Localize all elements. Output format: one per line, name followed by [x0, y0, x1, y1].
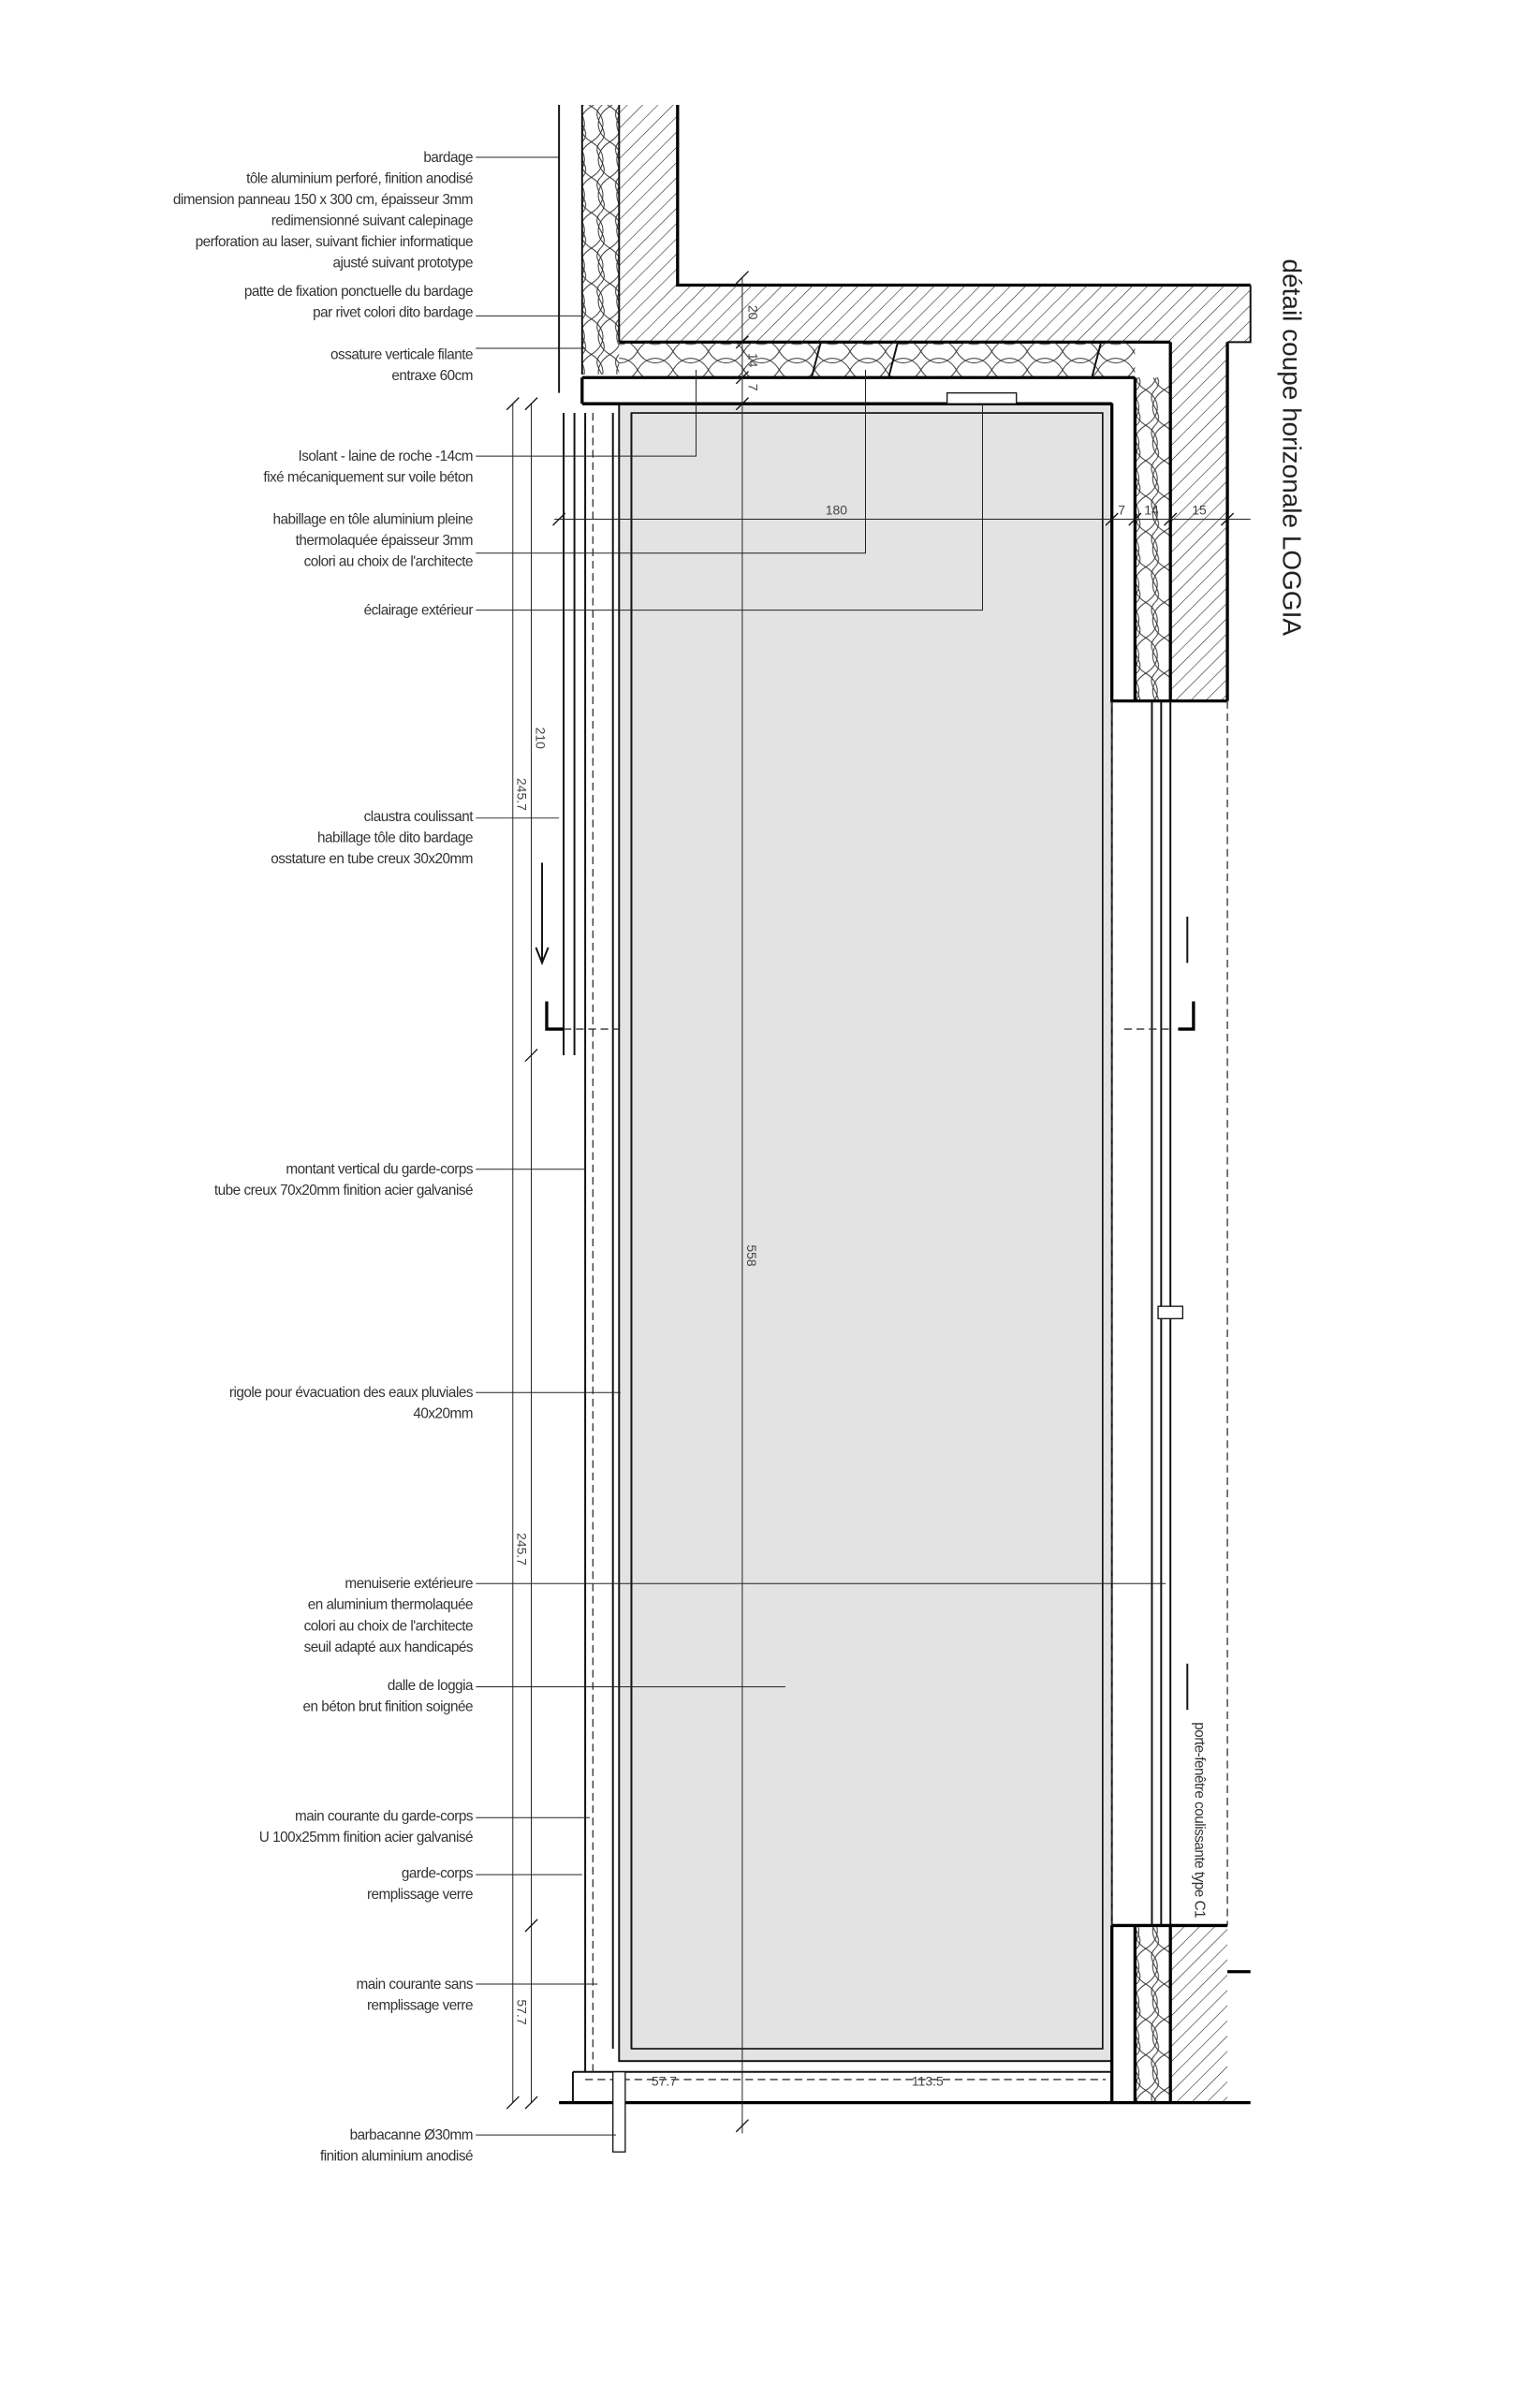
dim-gap-right: 7 [1118, 503, 1125, 518]
annotation-line: entraxe 60cm [391, 368, 473, 384]
dim-insulation-top: 14 [745, 353, 760, 368]
annotation-line: Isolant - laine de roche -14cm [298, 449, 473, 464]
dimension-tick [735, 397, 749, 411]
annotation-line: fixé mécaniquement sur voile béton [263, 470, 473, 486]
annotation-line: tôle aluminium perforé, finition anodisé [246, 170, 473, 186]
annotation: éclairage extérieur [364, 404, 984, 619]
annotation-line: éclairage extérieur [364, 603, 474, 619]
dim-left-lower: 57.7 [515, 1999, 530, 2024]
insulation-lower-right [1135, 1925, 1171, 2103]
annotation-line: U 100x25mm finition acier galvanisé [259, 1830, 473, 1846]
annotation-line: rigole pour évacuation des eaux pluviale… [229, 1385, 474, 1401]
annotation: main courante du garde-corps U 100x25mm f… [259, 1809, 591, 1846]
annotation-line: colori au choix de l'architecte [304, 554, 473, 570]
dimension-tick [735, 371, 749, 385]
leader-line [476, 404, 984, 611]
annotation-line: habillage tôle dito bardage [317, 831, 473, 846]
concrete-wall-upper-left [619, 105, 678, 286]
window-label: porte-fenêtre coulissante type C1 [1192, 1722, 1208, 1918]
annotation-line: thermolaquée épaisseur 3mm [296, 533, 473, 549]
annotation-line: habillage en tôle aluminium pleine [273, 511, 473, 527]
annotation: ossature verticale filante entraxe 60cm [330, 346, 586, 384]
dim-gap-top: 7 [745, 384, 760, 391]
annotations: bardage tôle aluminium perforé, finition … [173, 150, 1166, 2165]
dim-claustra-height: 210 [533, 728, 548, 750]
dim-insulation-right: 14 [1144, 503, 1159, 518]
annotation-line: ossature verticale filante [330, 346, 473, 362]
dimension-tick [1105, 512, 1119, 526]
leader-line [476, 369, 697, 457]
annotation-line: colori au choix de l'architecte [304, 1618, 473, 1634]
concrete-wall-right [1170, 342, 1228, 701]
dim-width-total: 180 [826, 503, 848, 518]
annotation-line: bardage [423, 150, 473, 166]
annotation-line: garde-corps [402, 1865, 474, 1881]
annotation: claustra coulissant habillage tôle dito b… [271, 809, 560, 867]
dimension-tick [524, 2096, 538, 2110]
annotation-line: claustra coulissant [364, 809, 475, 825]
annotation-line: barbacanne Ø30mm [350, 2127, 473, 2143]
dimension-tick [1164, 512, 1178, 526]
concrete-wall-lower-right [1170, 1925, 1228, 2103]
dimension-tick [506, 397, 520, 411]
annotation-line: finition aluminium anodisé [320, 2149, 473, 2165]
dimension-tick [735, 335, 749, 349]
dim-left-middle: 245.7 [515, 1533, 530, 1566]
dim-wall-top: 20 [745, 305, 760, 320]
dim-left-upper: 245.7 [515, 778, 530, 811]
dim-bottom-right: 113.5 [912, 2074, 944, 2089]
dimension-tick [552, 512, 566, 526]
dim-total-length: 558 [744, 1244, 759, 1267]
annotation: dalle de loggia en béton brut finition so… [303, 1678, 785, 1714]
dimension-tick [524, 1919, 538, 1933]
dimension-tick [735, 271, 749, 285]
dimension-tick [524, 397, 538, 411]
annotation: rigole pour évacuation des eaux pluviale… [229, 1385, 621, 1422]
annotation: main courante sans remplissage verre [357, 1977, 598, 2013]
annotation-line: remplissage verre [367, 1887, 473, 1903]
dimension-tick [524, 1048, 538, 1063]
annotation-line: par rivet colori dito bardage [313, 305, 473, 321]
insulation-top [619, 342, 1136, 378]
loggia-slab [618, 403, 1113, 2063]
annotation-line: main courante sans [357, 1977, 474, 1993]
annotation-line: tube creux 70x20mm finition acier galvan… [214, 1183, 473, 1198]
annotation: bardage tôle aluminium perforé, finition … [173, 150, 560, 272]
dim-bottom-left: 57.7 [652, 2074, 677, 2089]
annotation: garde-corps remplissage verre [367, 1865, 582, 1903]
insulation-upper-left [581, 105, 620, 375]
annotation: montant vertical du garde-corps tube creu… [214, 1162, 586, 1198]
dimension-tick [1221, 512, 1235, 526]
annotation: Isolant - laine de roche -14cm fixé mécan… [263, 369, 697, 486]
leader-line [476, 261, 583, 316]
annotation: menuiserie extérieure en aluminium thermo… [304, 1576, 1166, 1655]
annotation-line: main courante du garde-corps [295, 1809, 474, 1825]
annotation-line: seuil adapté aux handicapés [304, 1640, 474, 1655]
exterior-light [946, 392, 1018, 404]
dimension-tick [506, 2096, 520, 2110]
annotation: patte de fixation ponctuelle du bardage p… [244, 261, 583, 321]
annotation-line: remplissage verre [367, 1997, 473, 2013]
annotation-line: dimension panneau 150 x 300 cm, épaisseu… [173, 192, 473, 208]
dimension-tick [1128, 512, 1142, 526]
annotation-line: menuiserie extérieure [345, 1576, 473, 1592]
annotation-line: perforation au laser, suivant fichier in… [196, 234, 473, 250]
concrete-wall-top [619, 285, 1251, 343]
annotation: barbacanne Ø30mm finition aluminium anodi… [320, 2127, 616, 2165]
annotation-line: patte de fixation ponctuelle du bardage [244, 284, 473, 300]
annotation-line: dalle de loggia [388, 1678, 474, 1694]
leader-line [476, 369, 866, 554]
annotation: habillage en tôle aluminium pleine thermo… [273, 369, 866, 570]
dim-wall-right: 15 [1192, 503, 1207, 518]
annotation-line: montant vertical du garde-corps [286, 1162, 473, 1178]
drawing-title: détail coupe horizonale LOGGIA [1277, 259, 1306, 637]
annotation-line: en béton brut finition soignée [303, 1698, 473, 1714]
annotation-line: 40x20mm [413, 1406, 473, 1422]
annotation-line: ajusté suivant prototype [332, 256, 473, 272]
annotation-line: osstature en tube creux 30x20mm [271, 851, 473, 867]
insulation-right [1135, 377, 1171, 701]
dimension-tick [735, 2119, 749, 2133]
annotation-line: en aluminium thermolaquée [308, 1597, 473, 1613]
annotation-line: redimensionné suivant calepinage [271, 213, 473, 229]
